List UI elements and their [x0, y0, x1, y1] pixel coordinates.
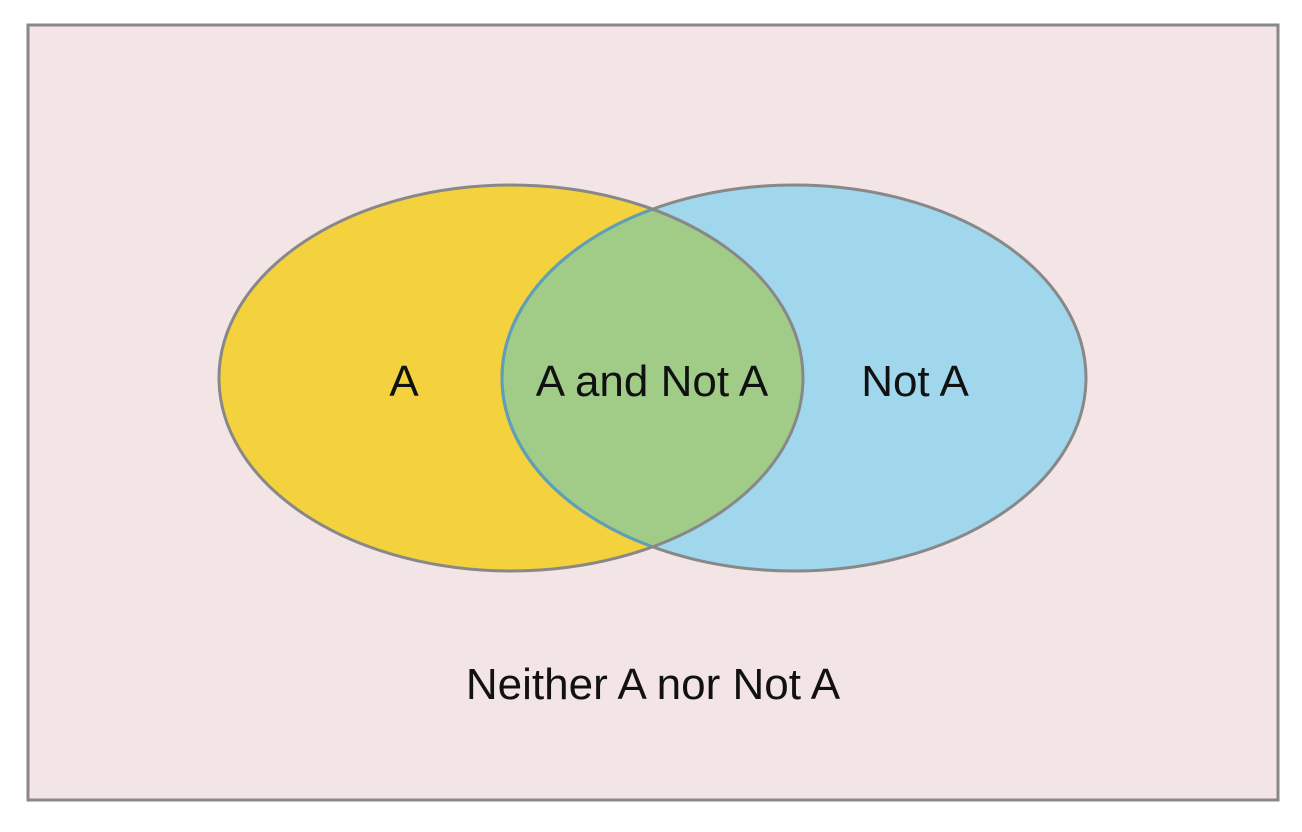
overlap-region — [502, 185, 803, 571]
set-not-a-inner-outline — [500, 185, 803, 571]
label-not-a: Not A — [861, 357, 969, 406]
label-a: A — [389, 357, 419, 406]
label-overlap: A and Not A — [536, 357, 769, 406]
label-outside: Neither A nor Not A — [466, 660, 841, 709]
set-a-outline — [217, 183, 805, 573]
